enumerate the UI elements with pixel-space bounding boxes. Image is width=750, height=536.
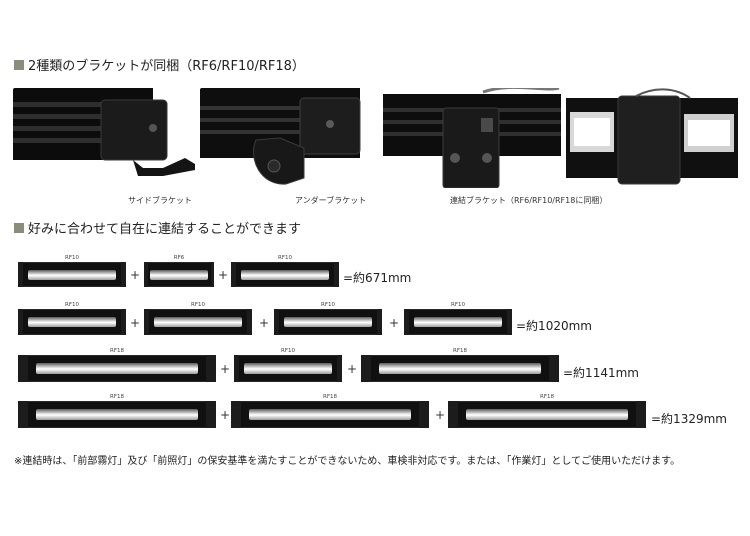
- bar-label: RF18: [453, 348, 467, 354]
- led-lens: [413, 316, 503, 328]
- photo-caption: アンダーブラケット: [295, 196, 367, 205]
- connected-lights-photo: [566, 88, 738, 194]
- led-lens: [150, 269, 208, 280]
- plus-sign: +: [435, 408, 446, 422]
- plus-sign: +: [347, 362, 358, 376]
- led-lens: [35, 363, 199, 374]
- led-lens: [27, 269, 117, 280]
- light-bar-rf18: RF18: [448, 394, 646, 428]
- length-result: =約671mm: [343, 271, 412, 285]
- led-lens: [465, 409, 629, 420]
- bar-label: RF10: [451, 302, 465, 308]
- length-result: =約1020mm: [516, 319, 592, 333]
- heading-marker-icon: [14, 59, 24, 70]
- led-lens: [153, 316, 243, 328]
- section-heading-combinations: 好みに合わせて自在に連結することができます: [14, 218, 301, 237]
- section-title: 好みに合わせて自在に連結することができます: [28, 222, 302, 237]
- light-bar-rf10: RF10: [274, 302, 382, 335]
- light-bar-rf10: RF10: [231, 255, 339, 287]
- joint-bracket-photo: [383, 88, 561, 188]
- light-bar-rf10: RF10: [404, 302, 512, 335]
- bar-label: RF10: [278, 255, 292, 261]
- compliance-note: ※連結時は、「前部霧灯」及び「前照灯」の保安基準を満たすことができないため、車検…: [14, 456, 681, 467]
- heading-marker-icon: [14, 222, 24, 233]
- led-lens: [378, 363, 542, 374]
- section-heading-brackets: 2種類のブラケットが同梱（RF6/RF10/RF18）: [14, 55, 305, 74]
- plus-sign: +: [130, 268, 141, 282]
- bar-label: RF18: [323, 394, 337, 400]
- light-bar-rf18: RF18: [18, 348, 216, 382]
- light-bar-rf10: RF10: [144, 302, 252, 335]
- plus-sign: +: [218, 268, 229, 282]
- light-bar-rf10: RF10: [18, 255, 126, 287]
- led-lens: [240, 269, 330, 280]
- photo-caption: 連結ブラケット（RF6/RF10/RF18に同梱）: [450, 196, 608, 205]
- bar-label: RF10: [191, 302, 205, 308]
- bar-label: RF10: [65, 255, 79, 261]
- bar-label: RF10: [65, 302, 79, 308]
- side-bracket-photo: [13, 88, 198, 188]
- bar-label: RF6: [173, 255, 185, 261]
- plus-sign: +: [259, 316, 270, 330]
- light-bar-rf18: RF18: [231, 394, 429, 428]
- length-result: =約1141mm: [563, 366, 639, 380]
- light-bar-rf18: RF18: [18, 394, 216, 428]
- led-lens: [248, 409, 412, 420]
- section-title: 2種類のブラケットが同梱（RF6/RF10/RF18）: [28, 59, 305, 74]
- led-lens: [27, 316, 117, 328]
- light-bar-rf10: RF10: [18, 302, 126, 335]
- plus-sign: +: [220, 408, 231, 422]
- led-lens: [35, 409, 199, 420]
- plus-sign: +: [130, 316, 141, 330]
- length-result: =約1329mm: [651, 412, 727, 426]
- photo-caption: サイドブラケット: [128, 196, 192, 205]
- light-bar-rf6: RF6: [144, 255, 214, 287]
- plus-sign: +: [220, 362, 231, 376]
- plus-sign: +: [389, 316, 400, 330]
- light-bar-rf18: RF18: [361, 348, 559, 382]
- bar-label: RF18: [110, 394, 124, 400]
- bar-label: RF18: [110, 348, 124, 354]
- led-lens: [243, 363, 333, 374]
- bar-label: RF10: [321, 302, 335, 308]
- light-bar-rf10: RF10: [234, 348, 342, 382]
- led-lens: [283, 316, 373, 328]
- under-bracket-photo: [200, 88, 378, 188]
- bar-label: RF10: [281, 348, 295, 354]
- bar-label: RF18: [540, 394, 554, 400]
